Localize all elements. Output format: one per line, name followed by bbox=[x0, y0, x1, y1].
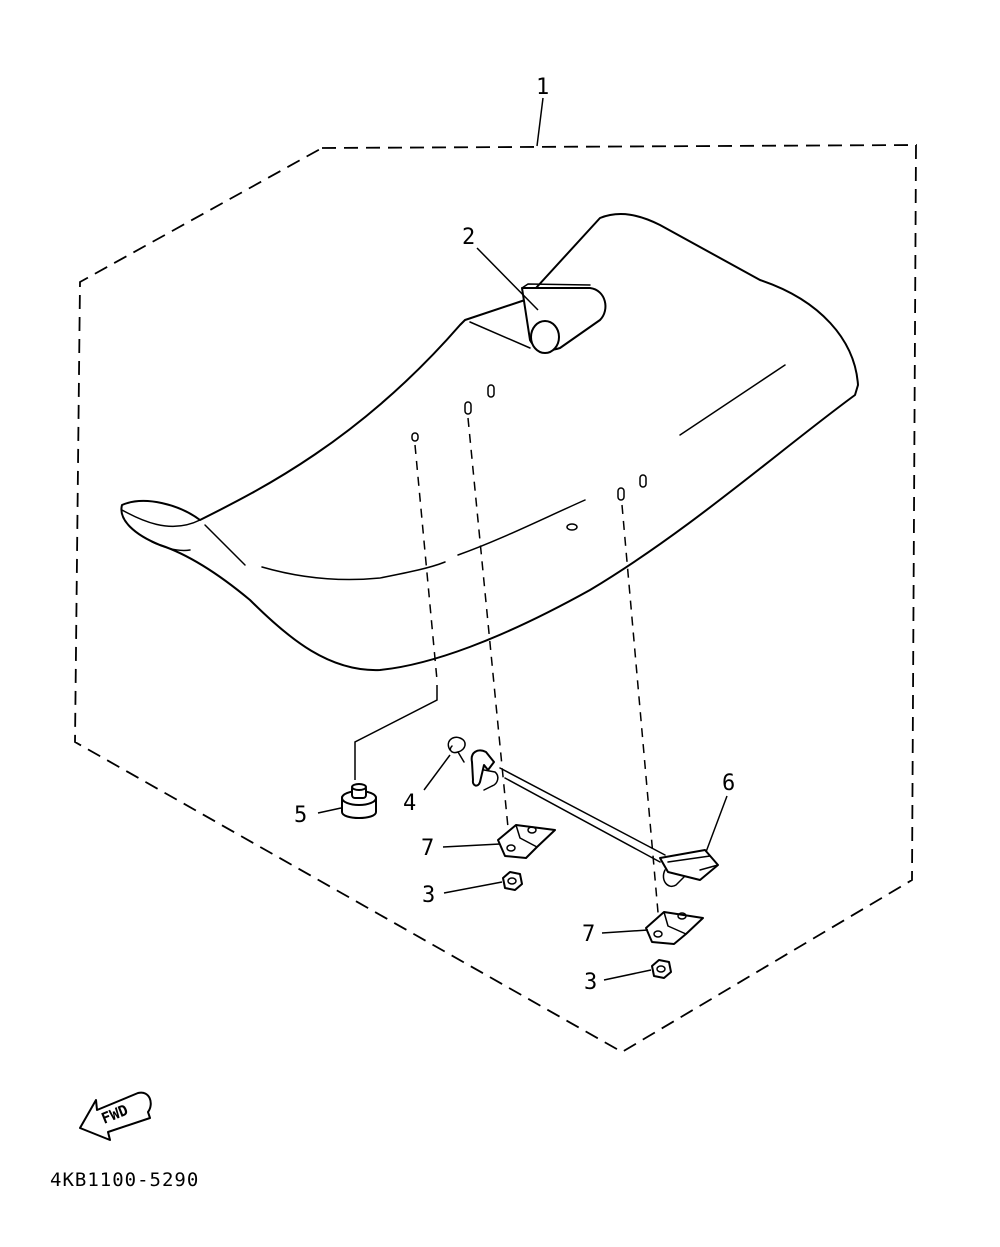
nut-front-part bbox=[502, 871, 523, 891]
bracket-rear-part bbox=[645, 911, 704, 945]
callout-3-rear: 3 bbox=[584, 970, 597, 995]
lock-rod bbox=[470, 749, 666, 863]
clip-part bbox=[447, 736, 466, 763]
callout-3-front: 3 bbox=[422, 883, 435, 908]
callout-4: 4 bbox=[403, 791, 416, 816]
callout-2: 2 bbox=[462, 225, 475, 250]
seat-lock-part bbox=[659, 849, 719, 887]
callout-6: 6 bbox=[722, 771, 735, 796]
fwd-arrow-icon: FWD bbox=[79, 1091, 152, 1141]
seat-mount-holes bbox=[411, 384, 647, 501]
grip-strap bbox=[521, 283, 607, 354]
nut-rear-part bbox=[651, 959, 672, 979]
callout-1: 1 bbox=[536, 75, 549, 100]
callout-7-front: 7 bbox=[421, 836, 434, 861]
bracket-front-part bbox=[497, 824, 556, 859]
part-code: 4KB1100-5290 bbox=[50, 1169, 199, 1191]
seat bbox=[120, 213, 859, 672]
callout-5: 5 bbox=[294, 803, 307, 828]
callout-7-rear: 7 bbox=[582, 922, 595, 947]
damper-part bbox=[341, 783, 377, 819]
assembly-boundary bbox=[74, 144, 917, 1054]
